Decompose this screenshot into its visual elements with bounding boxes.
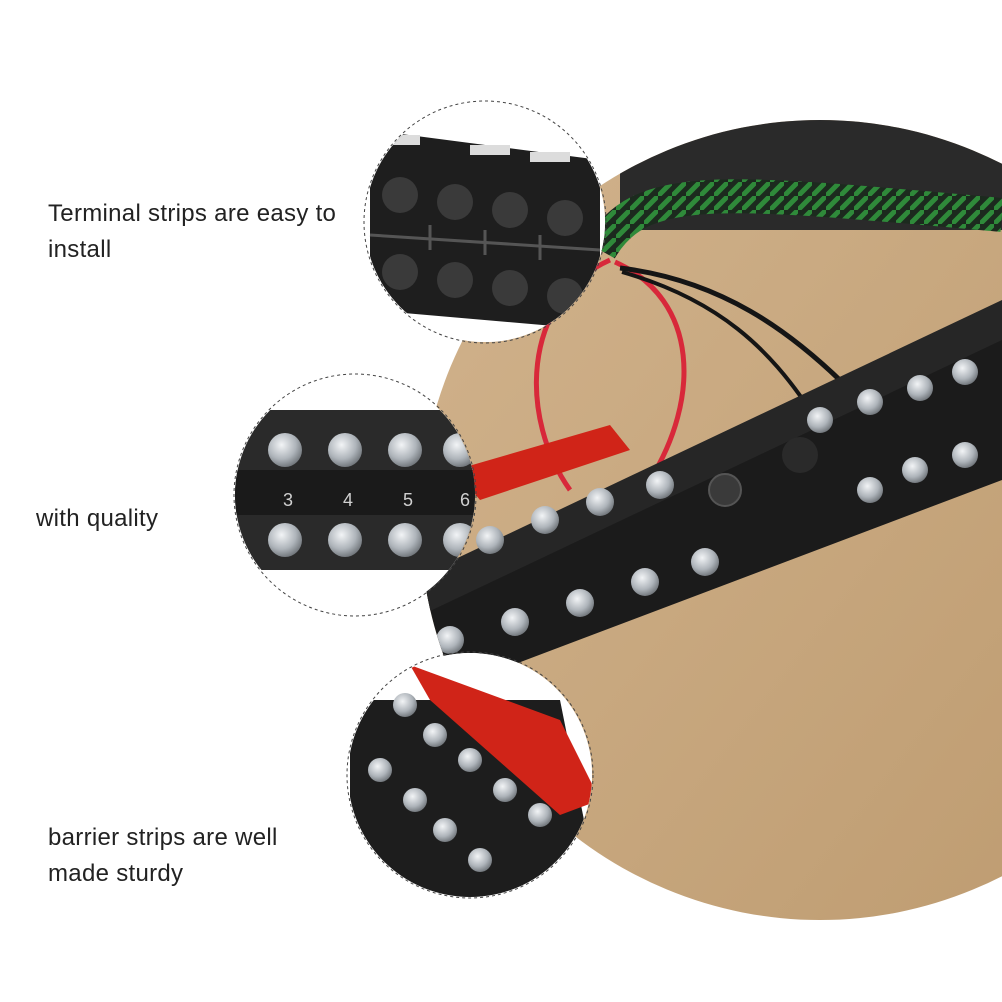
- detail-photo-quality: 3 4 5 6: [235, 375, 475, 615]
- terminal-number-6: 6: [460, 490, 470, 510]
- caption-sturdy: barrier strips are well made sturdy: [48, 824, 278, 887]
- terminal-number-3: 3: [283, 490, 293, 510]
- detail-photo-sturdy: [348, 653, 592, 897]
- terminal-number-4: 4: [343, 490, 353, 510]
- screw-row-upper: [476, 359, 978, 554]
- caption-install: Terminal strips are easy to install: [48, 200, 337, 263]
- terminal-number-5: 5: [403, 490, 413, 510]
- detail-photo-install: [365, 102, 605, 342]
- screw-row-lower: [436, 442, 978, 654]
- main-photo: [420, 120, 1002, 920]
- caption-quality: with quality: [36, 505, 159, 532]
